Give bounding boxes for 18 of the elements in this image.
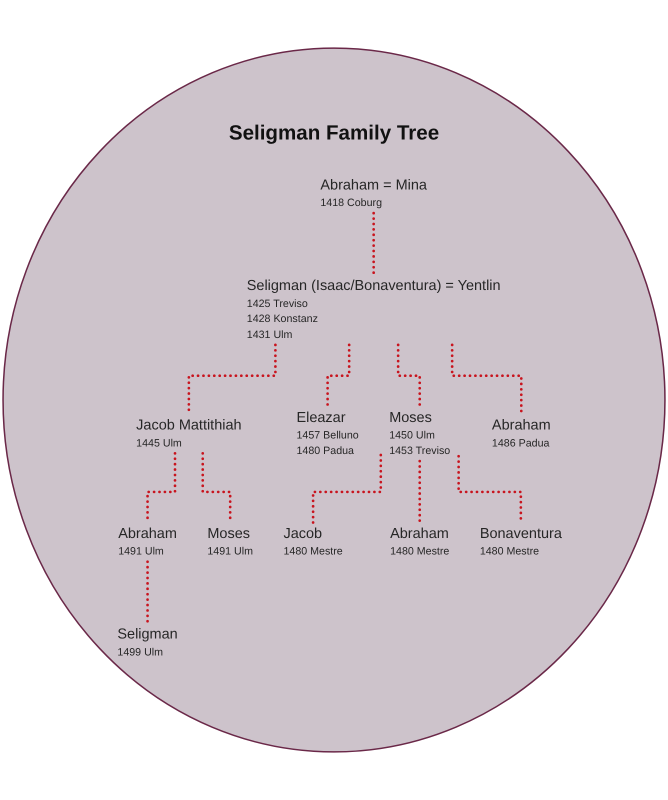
connector: [312, 454, 382, 524]
node-text: Moses 1450 Ulm 1453 Treviso: [389, 410, 450, 456]
connector: [372, 212, 375, 276]
node-text: Abraham 1486 Padua: [492, 417, 551, 448]
connector: [146, 560, 149, 625]
connector: [396, 344, 422, 408]
node-text: Jacob Mattithiah 1445 Ulm: [136, 417, 242, 448]
node-text: Abraham 1491 Ulm: [118, 526, 177, 557]
node-text: Moses 1491 Ulm: [207, 526, 254, 557]
node-text: Abraham = Mina 1418 Coburg: [320, 177, 427, 208]
node-text: Seligman (Isaac/Bonaventura) = Yentlin 1425 Treviso 1428 Konstanz 1431 Ulm: [246, 278, 501, 340]
connector: [326, 344, 350, 408]
node-text: Seligman 1499 Ulm: [117, 626, 178, 658]
connector: [418, 460, 422, 524]
node-text: Abraham 1480 Mestre: [390, 526, 450, 557]
node-text: Jacob 1480 Mestre: [283, 526, 343, 557]
node-text: Bonaventura 1480 Mestre: [480, 526, 562, 557]
node-text: Eleazar 1457 Belluno 1480 Padua: [296, 410, 359, 456]
